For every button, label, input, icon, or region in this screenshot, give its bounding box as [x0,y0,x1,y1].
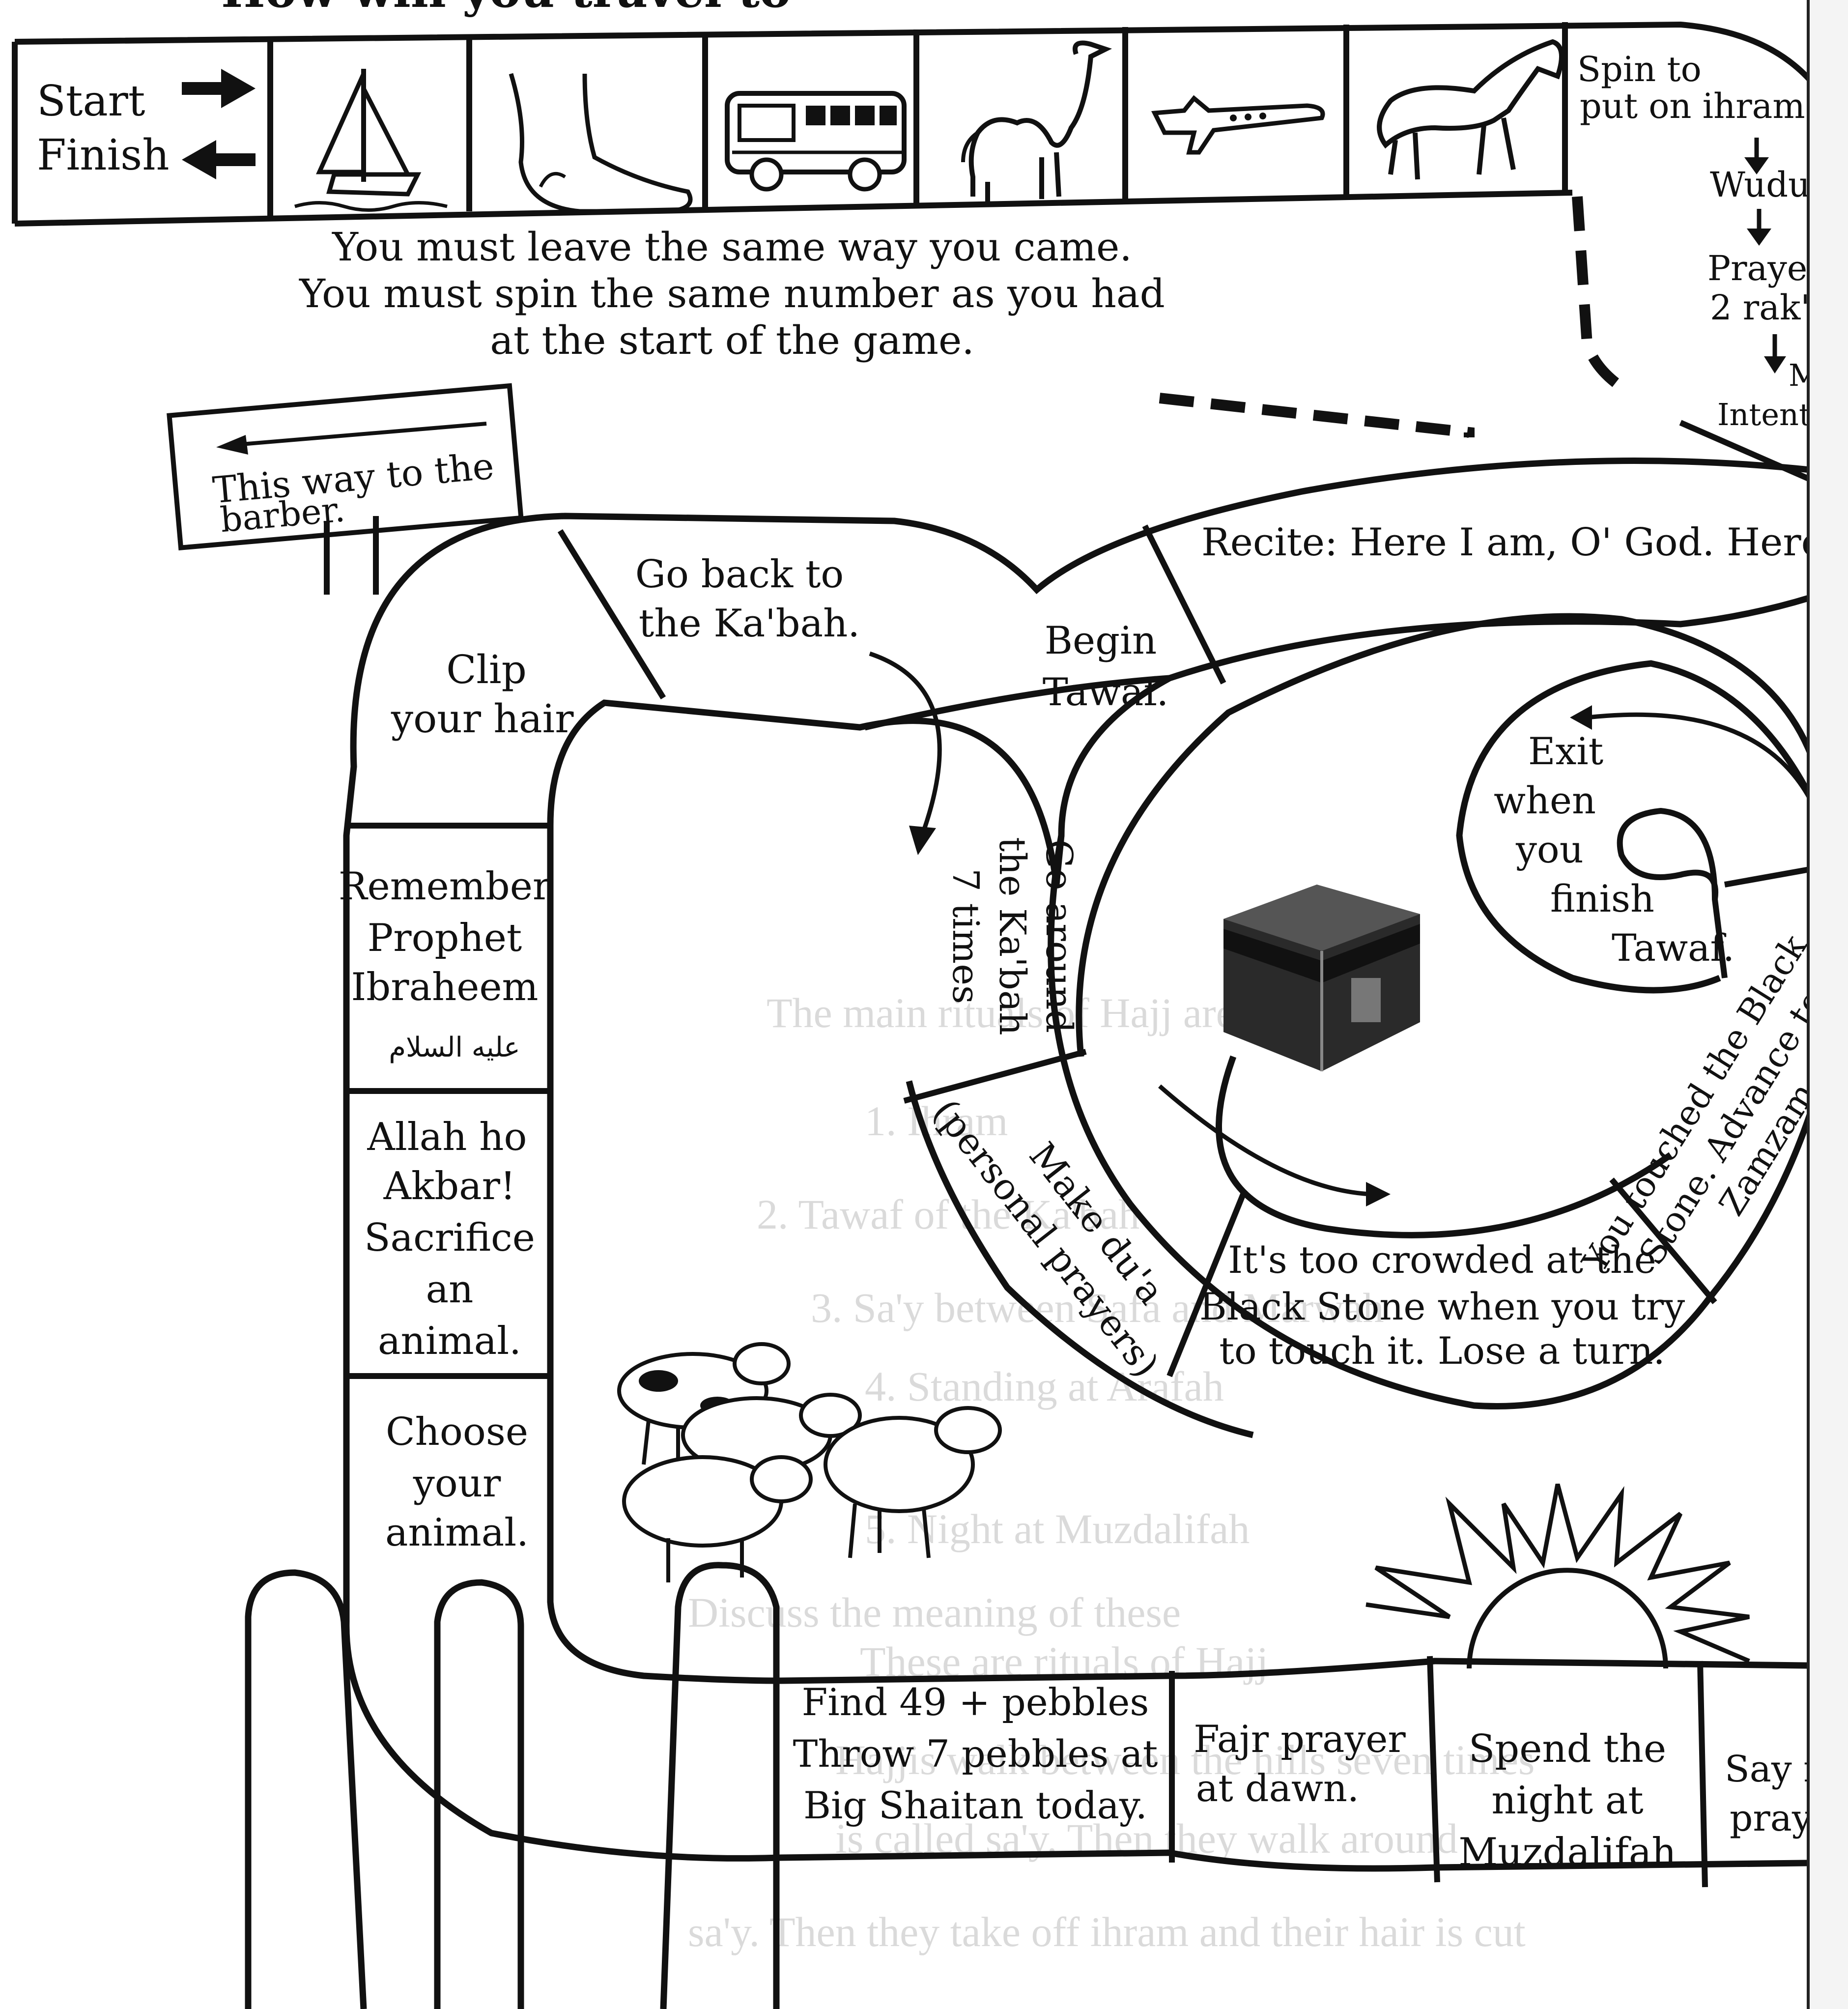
cell-remember[interactable]: Remember Prophet Ibraheem عليه السلام [339,864,551,1063]
remember-line-2: Prophet [368,916,522,960]
cell-begin-tawaf[interactable]: Begin Tawaf. [1043,619,1169,715]
rule-line-2: You must spin the same number as you had [299,271,1165,316]
allah-line-3: Sacrifice [364,1216,535,1260]
wudu-label: Wudu [1710,165,1810,205]
go-around-line-2: the Ka'bah [991,837,1033,1035]
dashed-path [1577,197,1631,393]
airplane-icon [1155,98,1323,152]
exit-line-1: Exit [1528,729,1603,773]
crowded-line-2: Black Stone when you try [1199,1285,1685,1328]
go-around-line-3: 7 times [944,868,987,1004]
cell-clip-hair[interactable]: Clip your hair. [391,647,582,742]
crowded-line-3: to touch it. Lose a turn. [1219,1329,1665,1373]
finish-arrow-icon [182,140,256,179]
pebbles-line-2: Throw 7 pebbles at [793,1732,1158,1776]
start-finish-box: Start Finish [37,69,256,180]
exit-line-2: when [1494,778,1596,822]
sailboat-icon [295,69,447,210]
spend-night-line-3: Muzdalifah [1458,1830,1676,1874]
begin-tawaf-line-2: Tawaf. [1043,670,1169,715]
start-arrow-icon [182,69,256,108]
spin-line-1: Spin to [1577,49,1702,89]
choose-line-3: animal. [385,1511,529,1555]
kabah-icon [1223,885,1420,1071]
fajr-line-2: at dawn. [1196,1766,1359,1810]
down-arrow-icon [1764,334,1786,373]
camel-icon [963,43,1106,202]
prayer-line-1: Prayer [1707,248,1824,288]
tawaf-arrow-icon [1160,1086,1391,1206]
barber-signpost[interactable]: This way to the barber. [170,386,521,595]
rules: You must leave the same way you came. Yo… [299,224,1165,363]
page-binding [1808,0,1848,2009]
spend-night-line-1: Spend the [1469,1727,1666,1771]
spend-night-line-2: night at [1491,1779,1643,1823]
down-arrow-icon [1747,209,1771,246]
dashed-path [1160,398,1469,437]
transport-strip [15,22,1838,224]
cell-recite[interactable]: Recite: Here I am, O' God. Here I am [1201,520,1848,565]
horse-icon [1379,42,1562,179]
top-heading: How will you travel to [221,0,791,18]
exit-line-4: finish [1550,877,1654,920]
fajr-line-1: Fajr prayer [1194,1717,1406,1761]
allah-line-2: Akbar! [383,1164,516,1208]
cell-allah[interactable]: Allah ho Akbar! Sacrifice an animal. [364,1115,535,1363]
honorific-text: عليه السلام [389,1032,520,1063]
bleed-line-11: sa'y. Then they take off ihram and their… [688,1908,1526,1955]
go-back-line-2: the Ka'bah. [639,602,860,646]
remember-line-3: Ibraheem [351,965,538,1009]
bus-icon [727,93,904,189]
foot-icon [511,74,690,211]
rule-line-1: You must leave the same way you came. [332,224,1132,270]
rule-line-3: at the start of the game. [490,317,974,363]
spin-line-2: put on ihram [1580,86,1805,126]
pebbles-line-3: Big Shaitan today. [803,1783,1147,1827]
recite-text: Recite: Here I am, O' God. Here I am [1201,520,1848,565]
choose-line-1: Choose [386,1410,528,1454]
sun-icon [1366,1484,1749,1668]
allah-line-5: animal. [378,1319,521,1363]
clip-hair-line-1: Clip [446,647,527,692]
exit-arrow-icon [1570,705,1818,816]
exit-line-3: you [1515,828,1584,871]
bleed-line-7: Discuss the meaning of these [688,1589,1181,1636]
start-label: Start [37,77,145,126]
finish-label: Finish [37,131,170,180]
remember-line-1: Remember [339,864,551,909]
exit-line-5: Tawaf. [1612,926,1734,970]
cell-choose[interactable]: Choose your animal. [385,1410,529,1555]
begin-tawaf-line-1: Begin [1045,619,1157,663]
go-around-line-1: Go around [1038,839,1080,1033]
allah-line-4: an [426,1267,474,1312]
cell-spend-night[interactable]: Spend the night at Muzdalifah [1458,1727,1676,1874]
cell-go-back[interactable]: Go back to the Ka'bah. [635,552,860,646]
cell-pebbles[interactable]: Find 49 + pebbles Throw 7 pebbles at Big… [793,1680,1158,1827]
pebbles-line-1: Find 49 + pebbles [802,1680,1149,1724]
curved-arrow-icon [870,654,939,855]
allah-line-1: Allah ho [367,1115,527,1159]
clip-hair-line-2: your hair. [391,696,582,742]
cell-exit[interactable]: Exit when you finish Tawaf. [1494,729,1734,970]
choose-line-2: your [413,1462,501,1506]
go-back-line-1: Go back to [635,552,844,597]
